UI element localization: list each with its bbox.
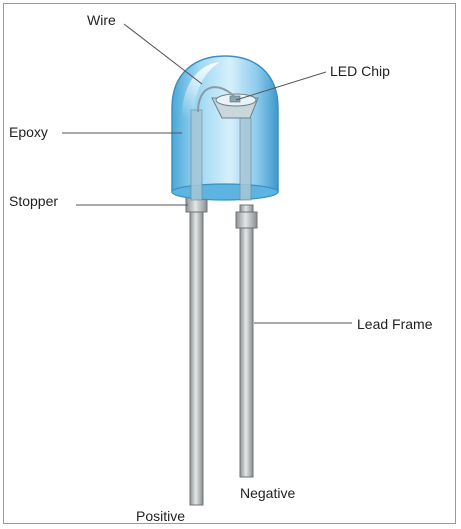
label-led-chip: LED Chip [330, 63, 390, 79]
wire-leader [123, 23, 203, 85]
bond-wire [197, 86, 235, 113]
label-positive: Positive [136, 508, 186, 524]
label-stopper: Stopper [9, 193, 59, 209]
label-negative: Negative [240, 485, 296, 501]
label-epoxy: Epoxy [9, 124, 48, 140]
led-chip-leader [235, 71, 327, 101]
negative-lead [239, 204, 254, 478]
label-wire: Wire [87, 12, 116, 28]
label-lead-frame: Lead Frame [357, 316, 433, 332]
epoxy-highlight [182, 62, 220, 118]
positive-lead [189, 204, 204, 506]
internal-lead-anode [190, 109, 203, 201]
internal-lead-cathode [239, 117, 252, 201]
epoxy-dome [171, 55, 279, 193]
epoxy-base [171, 183, 279, 201]
stopper-negative [235, 211, 258, 229]
